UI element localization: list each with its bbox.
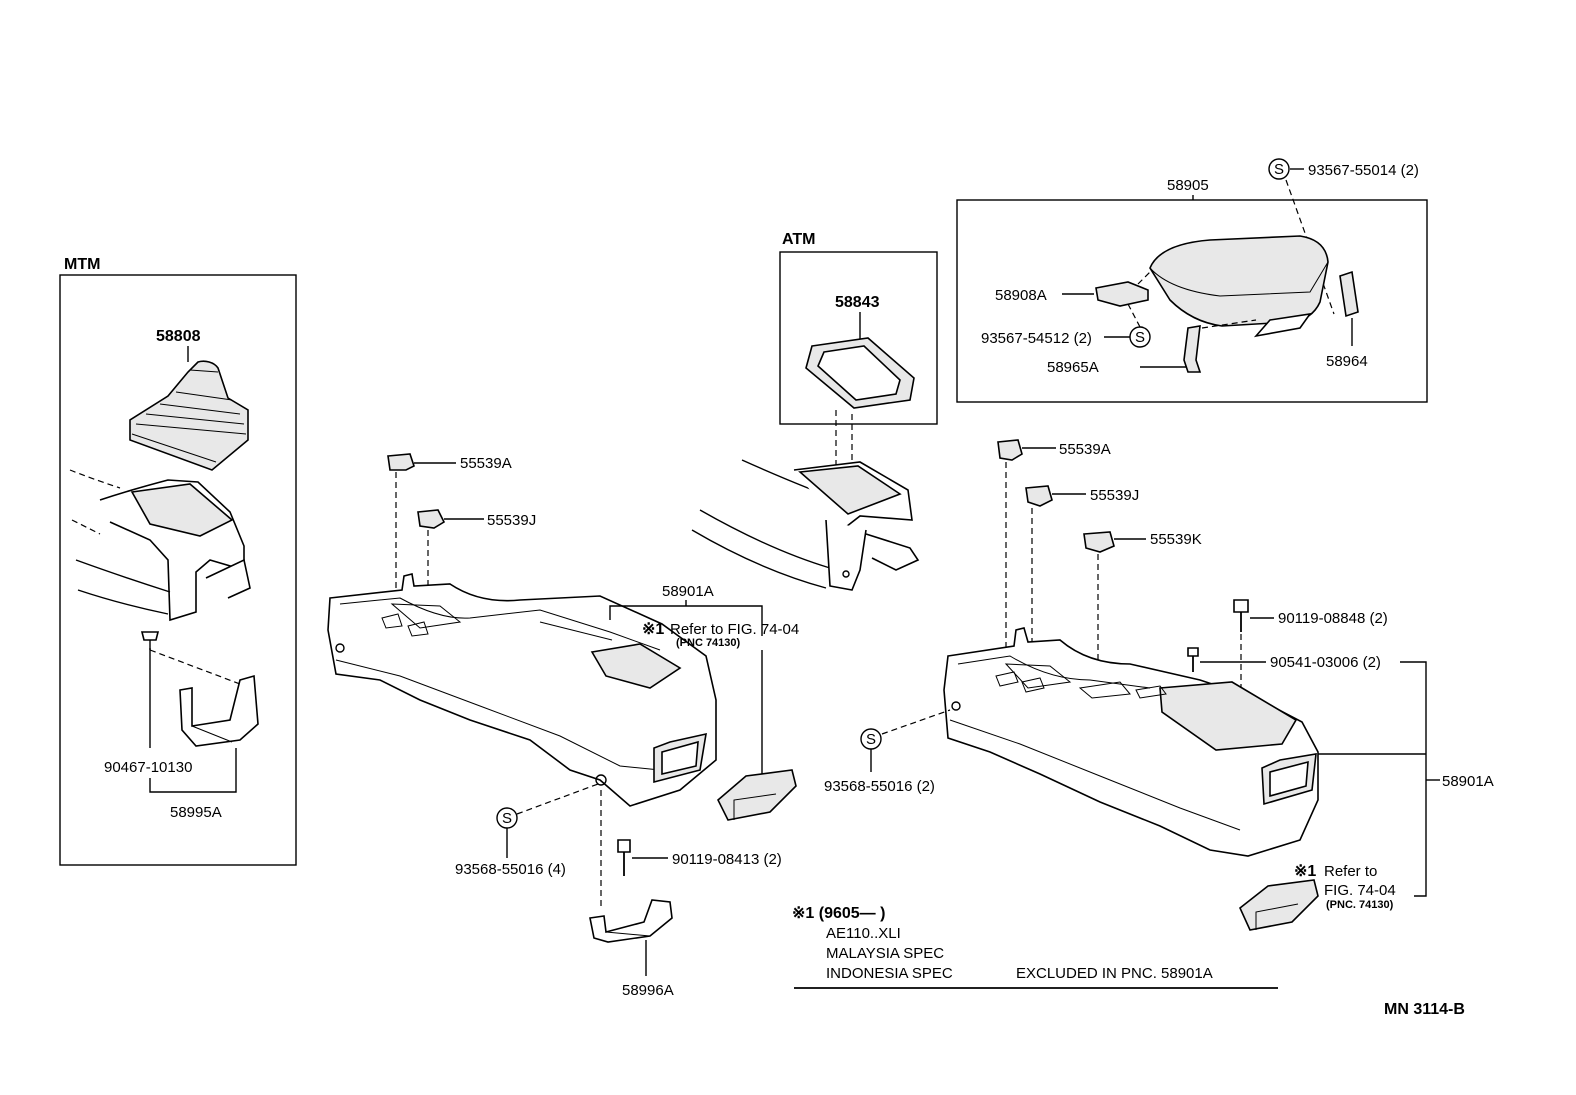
label-58843: 58843 (835, 294, 880, 311)
bracket-58996A-part (589, 899, 673, 943)
label-90541-03006: 90541-03006 (2) (1270, 654, 1381, 671)
label-90119-08413: 90119-08413 (2) (672, 851, 782, 868)
dash-90467 (149, 649, 241, 685)
atm-frame (779, 251, 938, 425)
screw-symbol-armrest-text: S (1135, 329, 1145, 346)
clip-55539A-left-part (387, 453, 415, 471)
label-55539A-left: 55539A (460, 455, 512, 472)
label-58965A: 58965A (1047, 359, 1099, 376)
ref-text-left: Refer to FIG. 74-04 (670, 621, 799, 638)
atm-label: ATM (782, 231, 815, 248)
note-line-1: ※1 (9605— ) (792, 905, 885, 922)
note-line-2: AE110..XLI (826, 925, 901, 942)
ashtray-right-part (1239, 879, 1319, 931)
mtm-console-section (69, 469, 251, 622)
clip-55539J-left-part (417, 509, 446, 529)
ref-text-right-1: Refer to (1324, 863, 1377, 880)
bracket-58995A-part (179, 674, 259, 747)
label-90467-10130: 90467-10130 (104, 759, 192, 776)
label-55539J-left: 55539J (487, 512, 536, 529)
bolt-90119-08413-part (617, 839, 631, 876)
bracket-58901A-right (1400, 661, 1427, 897)
label-93567-54512: 93567-54512 (2) (981, 330, 1092, 347)
armrest-lid-part (1149, 235, 1329, 338)
ref-text-right-2: FIG. 74-04 (1324, 882, 1396, 899)
left-console-group: 55539A 55539J 58901A ※1 Refer (327, 453, 799, 999)
bolt-90119-08848-part (1233, 599, 1249, 632)
shift-bezel-58843-part (805, 337, 915, 409)
note-line-4: INDONESIA SPEC (826, 965, 953, 982)
clip-55539K-part (1083, 531, 1115, 553)
ref-mark-right: ※1 (1294, 863, 1316, 880)
screw-symbol-top (1268, 158, 1290, 180)
label-58901A-right: 58901A (1442, 773, 1494, 790)
ref-pnc-left: (PNC 74130) (676, 637, 741, 649)
clip-90467-part (140, 631, 160, 650)
atm-console-section (691, 459, 920, 591)
shift-boot-part (129, 360, 249, 471)
label-58964: 58964 (1326, 353, 1368, 370)
armrest-group: 58905 S 93567-55014 (2) 58908A 93567-545… (956, 158, 1428, 403)
clip-55539A-right-part (997, 439, 1023, 461)
ref-mark-left: ※1 (642, 621, 664, 638)
console-box-right-part (943, 627, 1319, 857)
label-55539K: 55539K (1150, 531, 1202, 548)
right-console-group: 55539A 55539J 55539K 90119-08848 (2) 9 (824, 439, 1494, 931)
note-line-4b: EXCLUDED IN PNC. 58901A (1016, 965, 1213, 982)
screw-symbol-left-text: S (502, 810, 512, 827)
label-93567-55014: 93567-55014 (2) (1308, 162, 1419, 179)
label-55539J-right: 55539J (1090, 487, 1139, 504)
mtm-frame (59, 274, 297, 866)
label-93568-55016-right: 93568-55016 (2) (824, 778, 935, 795)
mtm-label: MTM (64, 256, 100, 273)
label-55539A-right: 55539A (1059, 441, 1111, 458)
hinge-58908A-part (1095, 281, 1149, 307)
console-box-left-part (327, 573, 717, 807)
stay-58965A-part (1183, 325, 1202, 373)
label-58996A: 58996A (622, 982, 674, 999)
label-90119-08848: 90119-08848 (2) (1278, 610, 1388, 627)
mtm-group: MTM 58808 (59, 256, 297, 866)
note-line-3: MALAYSIA SPEC (826, 945, 944, 962)
screw-symbol-top-text: S (1274, 161, 1284, 178)
label-58908A: 58908A (995, 287, 1047, 304)
latch-58964-part (1339, 270, 1359, 318)
screw-90541-03006-part (1187, 647, 1199, 672)
armrest-frame (956, 199, 1428, 403)
clip-55539J-right-part (1025, 485, 1053, 507)
dash-93568-left (516, 783, 599, 815)
footnote: ※1 (9605— ) AE110..XLI MALAYSIA SPEC IND… (792, 905, 1278, 989)
screw-symbol-right-text: S (866, 731, 876, 748)
ref-pnc-right: (PNC. 74130) (1326, 899, 1394, 911)
ashtray-left-part (717, 769, 797, 821)
label-58901A-left: 58901A (662, 583, 714, 600)
leader-58995A (149, 748, 237, 793)
label-93568-55016-left: 93568-55016 (4) (455, 861, 566, 878)
figure-id: MN 3114-B (1384, 1001, 1465, 1018)
label-58808: 58808 (156, 328, 201, 345)
atm-group: ATM 58843 (691, 231, 938, 591)
label-58905: 58905 (1167, 177, 1209, 194)
label-58995A: 58995A (170, 804, 222, 821)
